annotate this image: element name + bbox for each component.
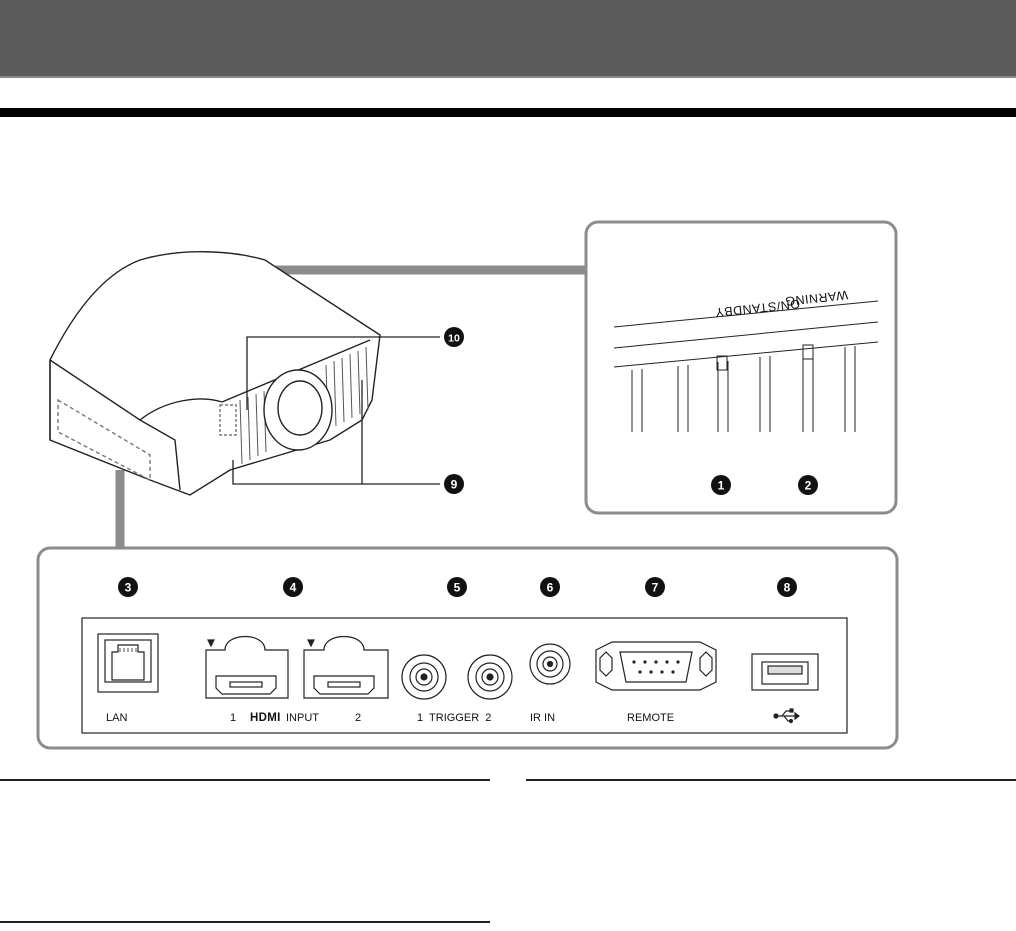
remote-label: REMOTE (627, 712, 674, 724)
callout-2: 2 (798, 475, 818, 495)
hdmi-left-num: 1 (230, 712, 236, 724)
svg-text:10: 10 (448, 333, 460, 345)
section-rule (0, 108, 1016, 117)
svg-text:4: 4 (290, 581, 297, 595)
column-rule-left (0, 779, 490, 781)
svg-text:5: 5 (454, 581, 461, 595)
lan-port (97, 633, 159, 693)
usb-port (751, 653, 819, 691)
hdmi-ports (205, 636, 389, 699)
column-rule-right (526, 779, 1016, 781)
svg-text:1: 1 (718, 479, 725, 493)
callout-9: 9 (444, 474, 464, 494)
remote-dsub-port (595, 641, 717, 691)
warning-label: WARNING (784, 288, 849, 309)
callout-10: 10 (444, 327, 464, 347)
hdmi-right-num: 2 (355, 712, 361, 724)
callout-6: 6 (540, 577, 560, 597)
callout-4: 4 (283, 577, 303, 597)
hdmi-input-label: INPUT (286, 712, 319, 724)
column-rule-left-bottom (0, 921, 490, 923)
trigger-label: 1 TRIGGER 2 (417, 712, 491, 724)
ir-in-jack (529, 643, 571, 685)
trigger-jacks (401, 654, 513, 700)
callout-markers: 10 9 1 2 3 4 5 6 7 8 (118, 327, 818, 597)
indicator-panel: ON/STANDBY WARNING (584, 220, 898, 515)
svg-text:2: 2 (805, 479, 812, 493)
callout-3: 3 (118, 577, 138, 597)
callout-8: 8 (777, 577, 797, 597)
callout-5: 5 (447, 577, 467, 597)
svg-text:3: 3 (125, 581, 132, 595)
usb-icon (773, 708, 800, 724)
header-bar (0, 0, 1016, 78)
lan-label: LAN (106, 712, 127, 724)
callout-1: 1 (711, 475, 731, 495)
svg-text:8: 8 (784, 581, 791, 595)
callout-7: 7 (645, 577, 665, 597)
svg-text:7: 7 (652, 581, 659, 595)
ir-in-label: IR IN (530, 712, 555, 724)
projector-body (49, 251, 381, 496)
svg-text:6: 6 (547, 581, 554, 595)
connector-panel: LAN 1 HDMI INPUT 2 1 TRIGGER 2 IR IN REM… (36, 546, 899, 750)
svg-text:9: 9 (451, 478, 458, 492)
hdmi-logo: HDMI (250, 712, 281, 724)
